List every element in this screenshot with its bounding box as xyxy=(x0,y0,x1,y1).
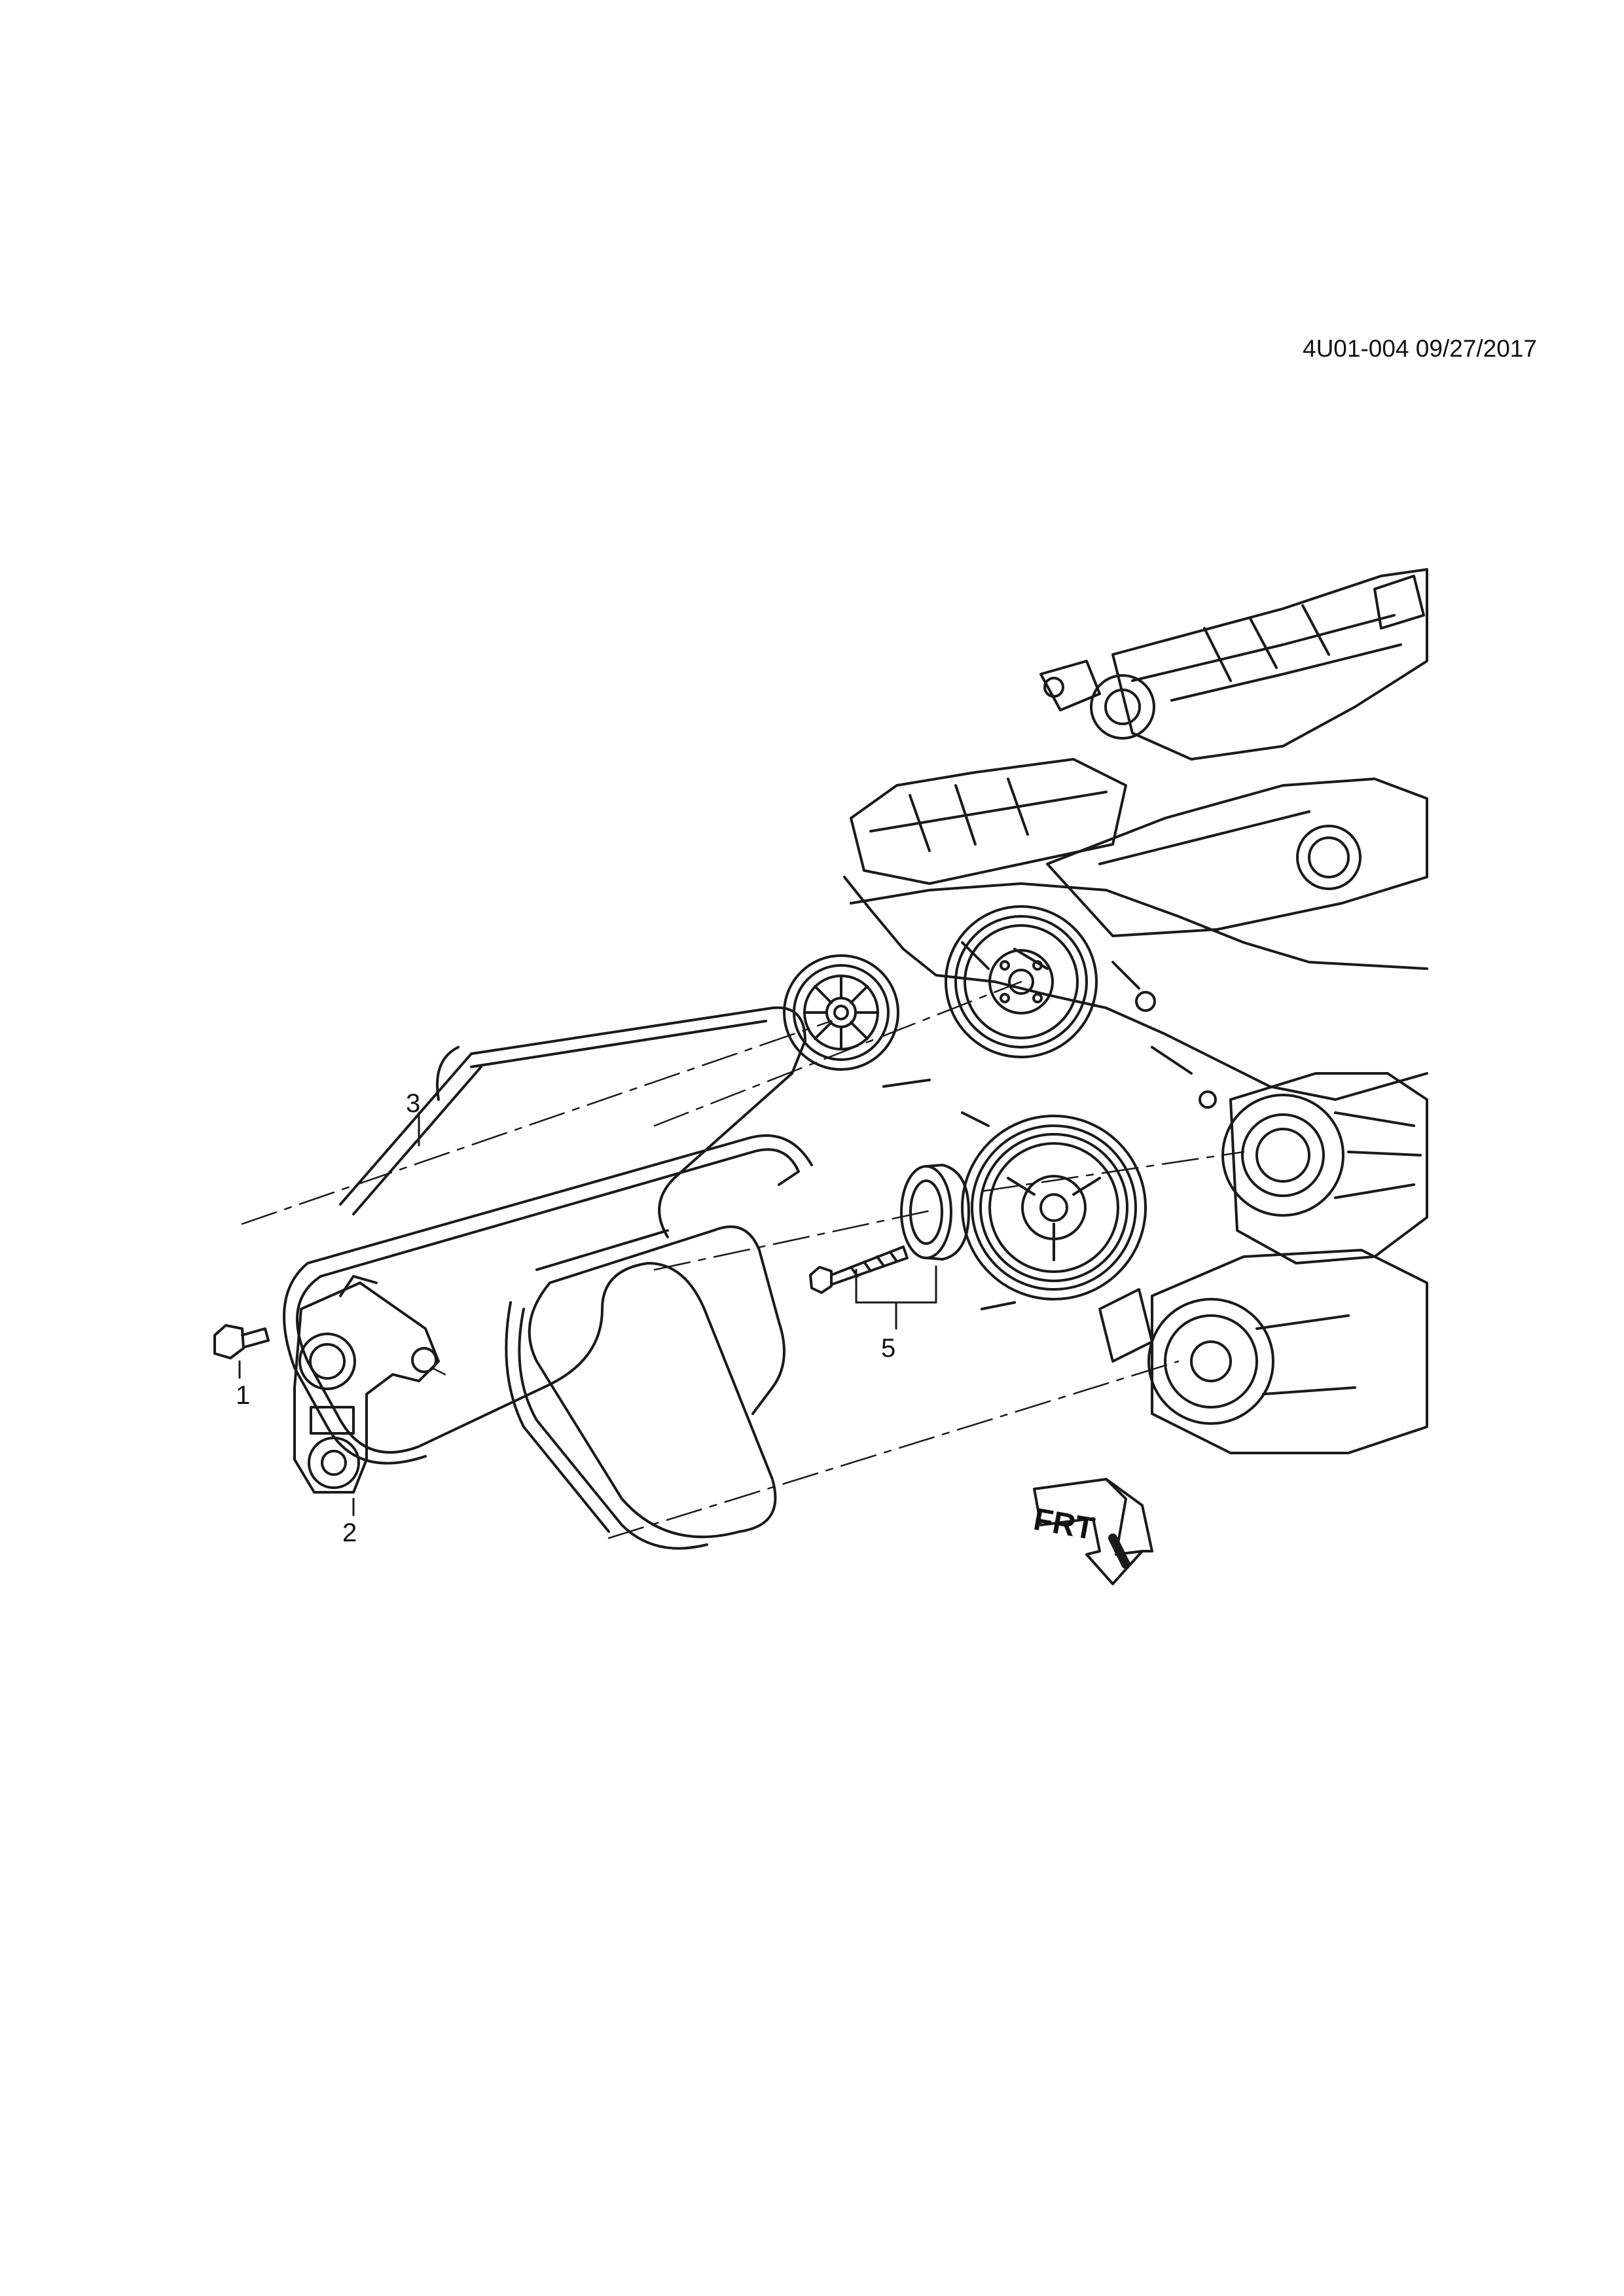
callout-2: 2 xyxy=(342,1518,357,1547)
callout-1: 1 xyxy=(236,1381,251,1410)
front-direction-arrow: FRT xyxy=(1031,1478,1153,1585)
alignment-centerlines xyxy=(241,980,1245,1539)
leader-lines xyxy=(238,1111,937,1516)
tensioner-bolt xyxy=(213,1324,270,1359)
idler-pulley xyxy=(900,1164,970,1261)
idler-bolt xyxy=(809,1246,909,1294)
belt-tensioner xyxy=(293,1275,440,1494)
engine-assembly xyxy=(783,568,1428,1454)
document-reference: 4U01-004 09/27/2017 xyxy=(1303,335,1537,362)
drive-belt xyxy=(283,1006,813,1550)
callout-3: 3 xyxy=(406,1089,421,1118)
callout-5: 5 xyxy=(881,1334,896,1363)
